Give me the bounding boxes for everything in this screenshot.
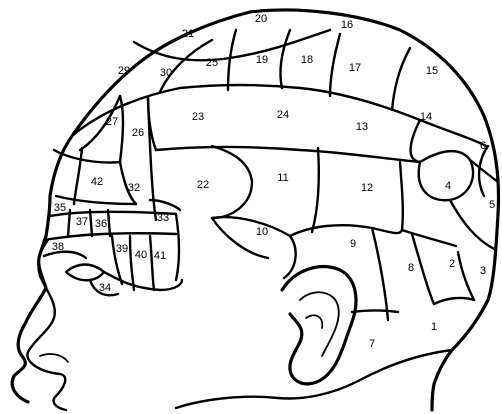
region-label-32: 32 [128, 182, 140, 194]
region-label-18: 18 [301, 54, 313, 66]
region-labels: 1 2 3 4 5 6 7 8 9 10 11 12 13 14 15 16 1… [52, 13, 495, 350]
region-label-5: 5 [489, 199, 495, 211]
region-label-17: 17 [349, 62, 361, 74]
region-label-41: 41 [154, 250, 166, 262]
region-label-22: 22 [197, 179, 209, 191]
ear-outline [282, 267, 356, 384]
region-label-2: 2 [449, 258, 455, 270]
region-label-16: 16 [341, 19, 353, 31]
nostril-line [40, 354, 68, 362]
region-label-29: 29 [118, 65, 130, 77]
region-label-4: 4 [445, 180, 451, 192]
region-label-12: 12 [361, 182, 373, 194]
ear-inner [300, 292, 339, 356]
region-label-30: 30 [160, 67, 172, 79]
region-label-24: 24 [277, 109, 289, 121]
face-profile [27, 240, 66, 410]
region-label-38: 38 [52, 241, 64, 253]
region-label-14: 14 [420, 111, 432, 123]
region-label-26: 26 [132, 127, 144, 139]
region-label-1: 1 [431, 321, 437, 333]
region-label-27: 27 [106, 116, 118, 128]
region-label-13: 13 [356, 121, 368, 133]
region-label-33: 33 [157, 212, 169, 224]
region-label-40: 40 [135, 249, 147, 261]
region-label-3: 3 [480, 265, 486, 277]
region-label-35: 35 [54, 202, 66, 214]
region-label-34: 34 [99, 282, 111, 294]
region-label-39: 39 [116, 243, 128, 255]
ear-canal [306, 315, 322, 328]
eye-outline [66, 265, 104, 281]
region-label-21: 21 [182, 28, 194, 40]
region-label-7: 7 [369, 338, 375, 350]
region-label-15: 15 [426, 65, 438, 77]
region-label-36: 36 [95, 218, 107, 230]
region-label-25: 25 [206, 57, 218, 69]
region-label-8: 8 [408, 262, 414, 274]
region-label-9: 9 [350, 238, 356, 250]
region-label-11: 11 [277, 172, 288, 184]
region-label-20: 20 [255, 13, 267, 25]
region-label-37: 37 [76, 216, 88, 228]
region-label-10: 10 [256, 226, 268, 238]
region-label-42: 42 [91, 176, 103, 188]
region-label-23: 23 [192, 111, 204, 123]
region-label-19: 19 [256, 54, 268, 66]
region-label-6: 6 [480, 140, 486, 152]
neck-line [176, 350, 452, 408]
